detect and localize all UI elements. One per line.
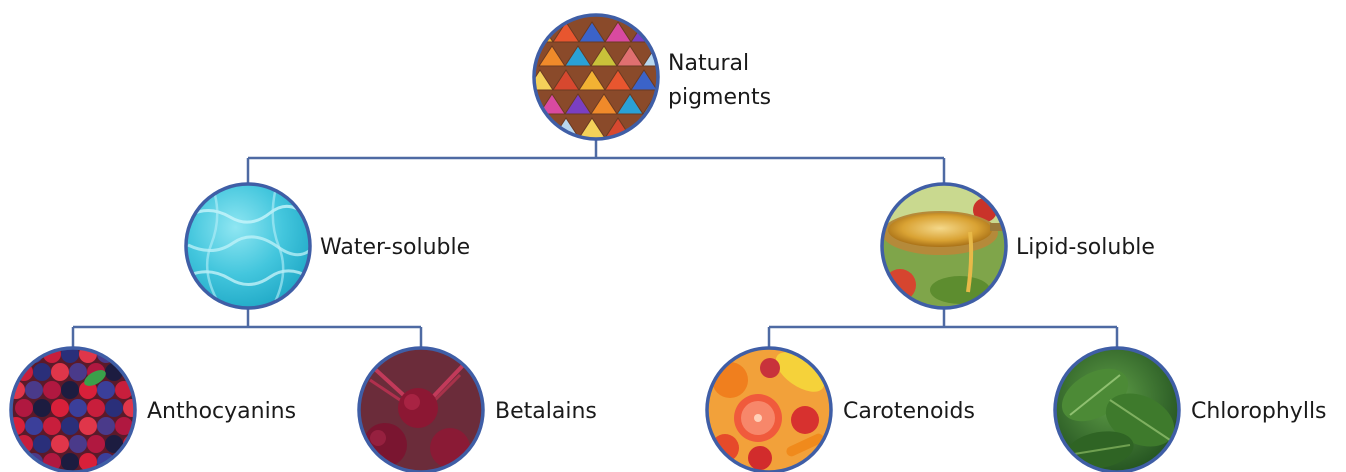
node-anthocyanins: Anthocyanins <box>7 345 296 472</box>
node-natural-pigments: Natural pigments <box>527 15 771 139</box>
node-carotenoids: Carotenoids <box>707 344 975 472</box>
anthocyanins-label: Anthocyanins <box>147 399 296 424</box>
water-soluble-label: Water-soluble <box>320 235 470 260</box>
lipid-soluble-label: Lipid-soluble <box>1016 235 1155 260</box>
node-betalains: Betalains <box>359 348 597 472</box>
node-chlorophylls: Chlorophylls <box>1053 348 1327 472</box>
node-water-soluble: Water-soluble <box>186 184 470 308</box>
root-label-line2: pigments <box>668 85 771 110</box>
oil-spoon-image <box>882 184 1020 308</box>
betalains-label: Betalains <box>495 399 597 424</box>
chlorophylls-label: Chlorophylls <box>1191 399 1327 424</box>
node-lipid-soluble: Lipid-soluble <box>882 184 1155 308</box>
carotenoids-label: Carotenoids <box>843 399 975 424</box>
root-label-line1: Natural <box>668 51 749 76</box>
pigment-powder-image <box>527 15 669 139</box>
